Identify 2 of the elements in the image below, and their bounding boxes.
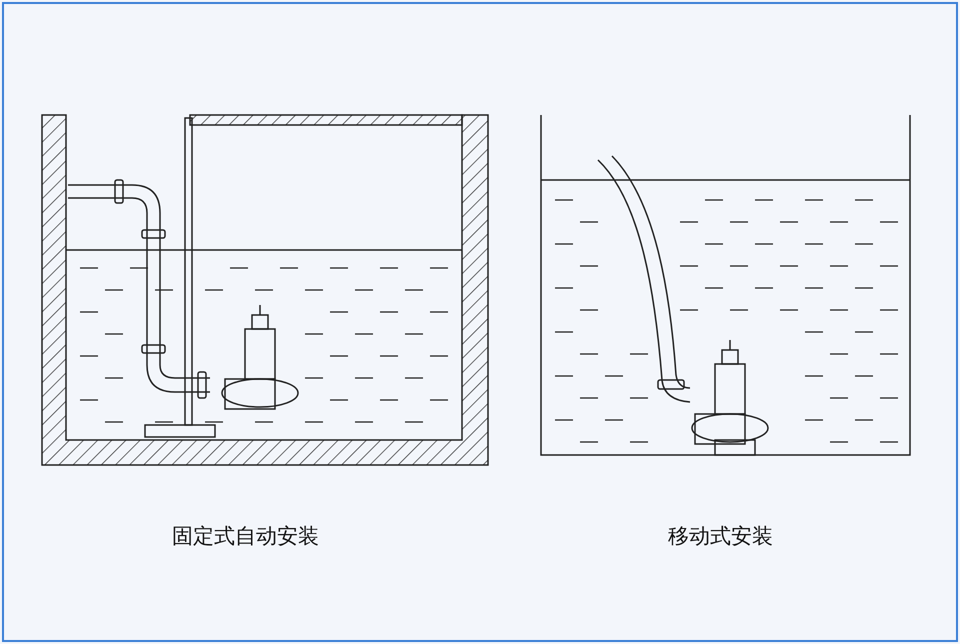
caption: 固定式自动安装 xyxy=(172,523,319,550)
caption: 移动式安装 xyxy=(668,523,773,550)
